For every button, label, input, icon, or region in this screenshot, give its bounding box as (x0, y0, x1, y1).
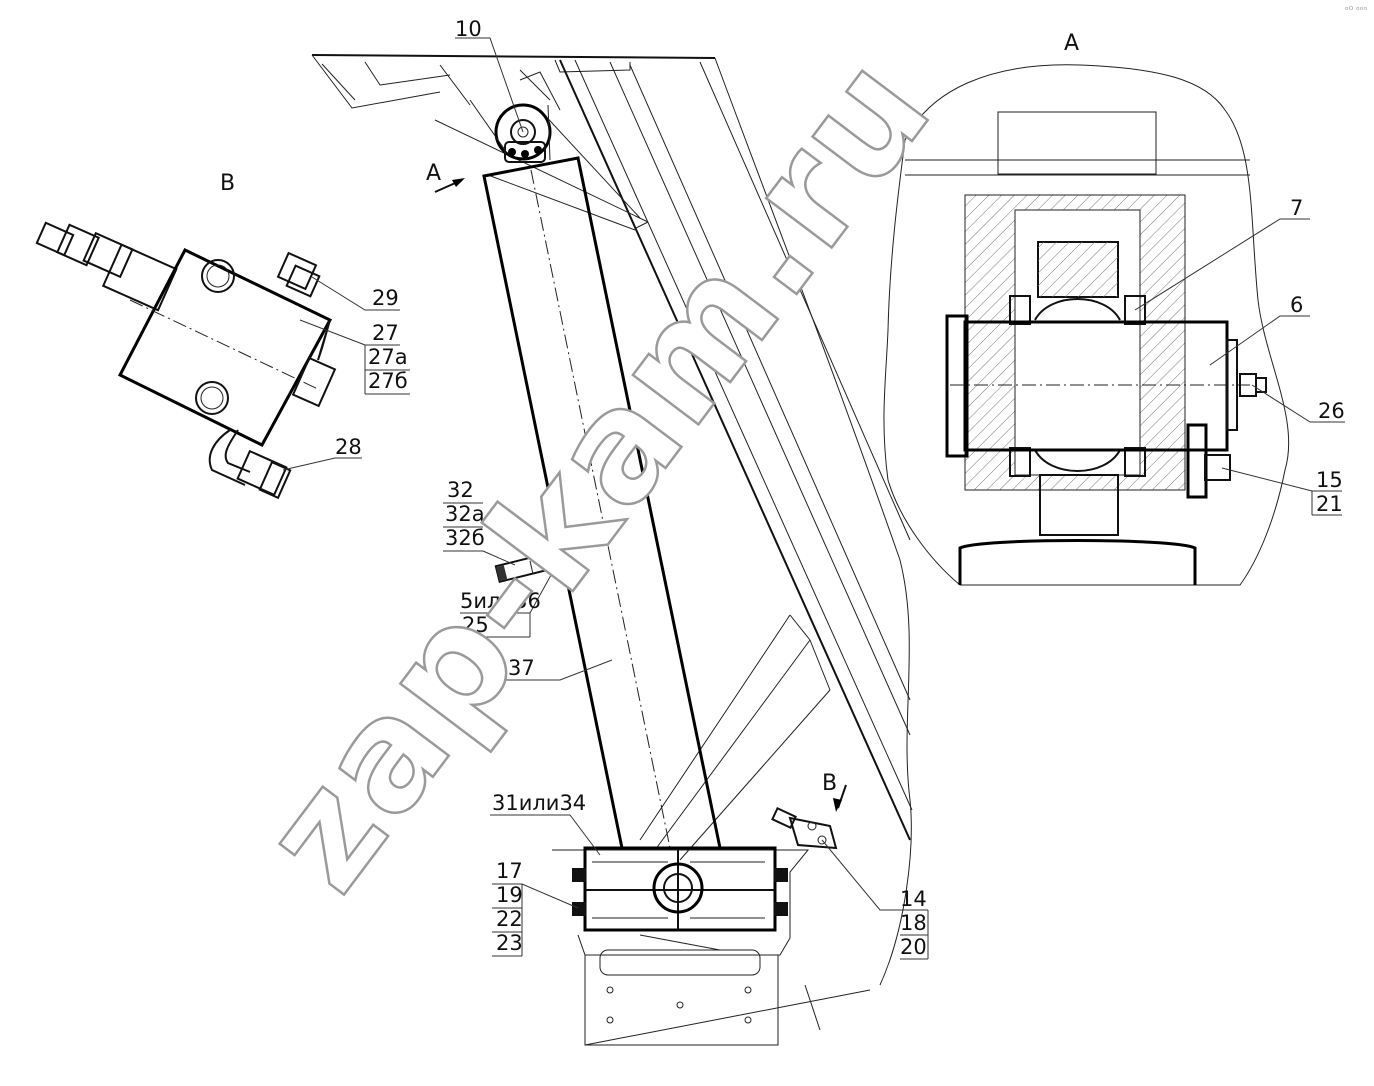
svg-text:6: 6 (1290, 293, 1303, 317)
svg-text:7: 7 (1290, 196, 1303, 220)
svg-text:5или36: 5или36 (460, 589, 541, 613)
callout-5: 5или36 25 (460, 589, 541, 637)
callout-26: 26 (1318, 399, 1345, 423)
callout-10: 10 (455, 17, 482, 41)
svg-text:27: 27 (372, 321, 399, 345)
callout-31: 31или34 (492, 791, 586, 815)
svg-text:32а: 32а (445, 502, 485, 526)
svg-text:26: 26 (1318, 399, 1345, 423)
watermark: zap-kam.ru (230, 24, 967, 922)
svg-text:10: 10 (455, 17, 482, 41)
callout-37: 37 (508, 656, 535, 680)
svg-text:32: 32 (447, 478, 474, 502)
svg-text:21: 21 (1316, 492, 1343, 516)
view-b-title: B (220, 171, 235, 196)
callout-27: 27 27а 27б (368, 321, 408, 393)
svg-text:31или34: 31или34 (492, 791, 586, 815)
svg-text:18: 18 (900, 911, 927, 935)
callout-7: 7 (1290, 196, 1303, 220)
svg-text:19: 19 (496, 883, 523, 907)
corner-mark: ᵒᴼ ᵒᵒᵒ (1345, 6, 1367, 16)
svg-text:20: 20 (900, 935, 927, 959)
section-a-title: A (1064, 31, 1079, 56)
svg-text:17: 17 (496, 859, 523, 883)
svg-text:28: 28 (335, 435, 362, 459)
svg-text:A: A (426, 161, 441, 186)
side-fitting (494, 546, 570, 584)
valve-b-small (771, 807, 838, 850)
callout-29: 29 (372, 286, 399, 310)
callout-32: 32 32а 32б (445, 478, 485, 550)
top-pivot-eye (469, 99, 552, 163)
callout-6: 6 (1290, 293, 1303, 317)
frame-outline (311, 54, 913, 1046)
svg-text:15: 15 (1316, 468, 1343, 492)
callout-17: 17 19 22 23 (496, 859, 523, 955)
svg-text:37: 37 (508, 656, 535, 680)
svg-text:25: 25 (462, 613, 489, 637)
svg-text:27а: 27а (368, 345, 408, 369)
view-arrow-a: A (426, 161, 465, 193)
svg-text:29: 29 (372, 286, 399, 310)
svg-text:23: 23 (496, 931, 523, 955)
callout-28: 28 (335, 435, 362, 459)
svg-text:27б: 27б (368, 369, 408, 393)
svg-text:14: 14 (900, 887, 927, 911)
callout-15: 15 21 (1316, 468, 1343, 516)
bottom-mount (552, 846, 810, 1046)
leader-lines (282, 37, 1345, 960)
callout-14: 14 18 20 (900, 887, 927, 959)
svg-text:32б: 32б (445, 526, 485, 550)
svg-text:B: B (822, 771, 837, 796)
section-a-detail: A (883, 31, 1290, 586)
svg-text:22: 22 (496, 907, 523, 931)
view-arrow-b: B (822, 771, 847, 812)
view-b-valve-block: B (35, 171, 337, 500)
